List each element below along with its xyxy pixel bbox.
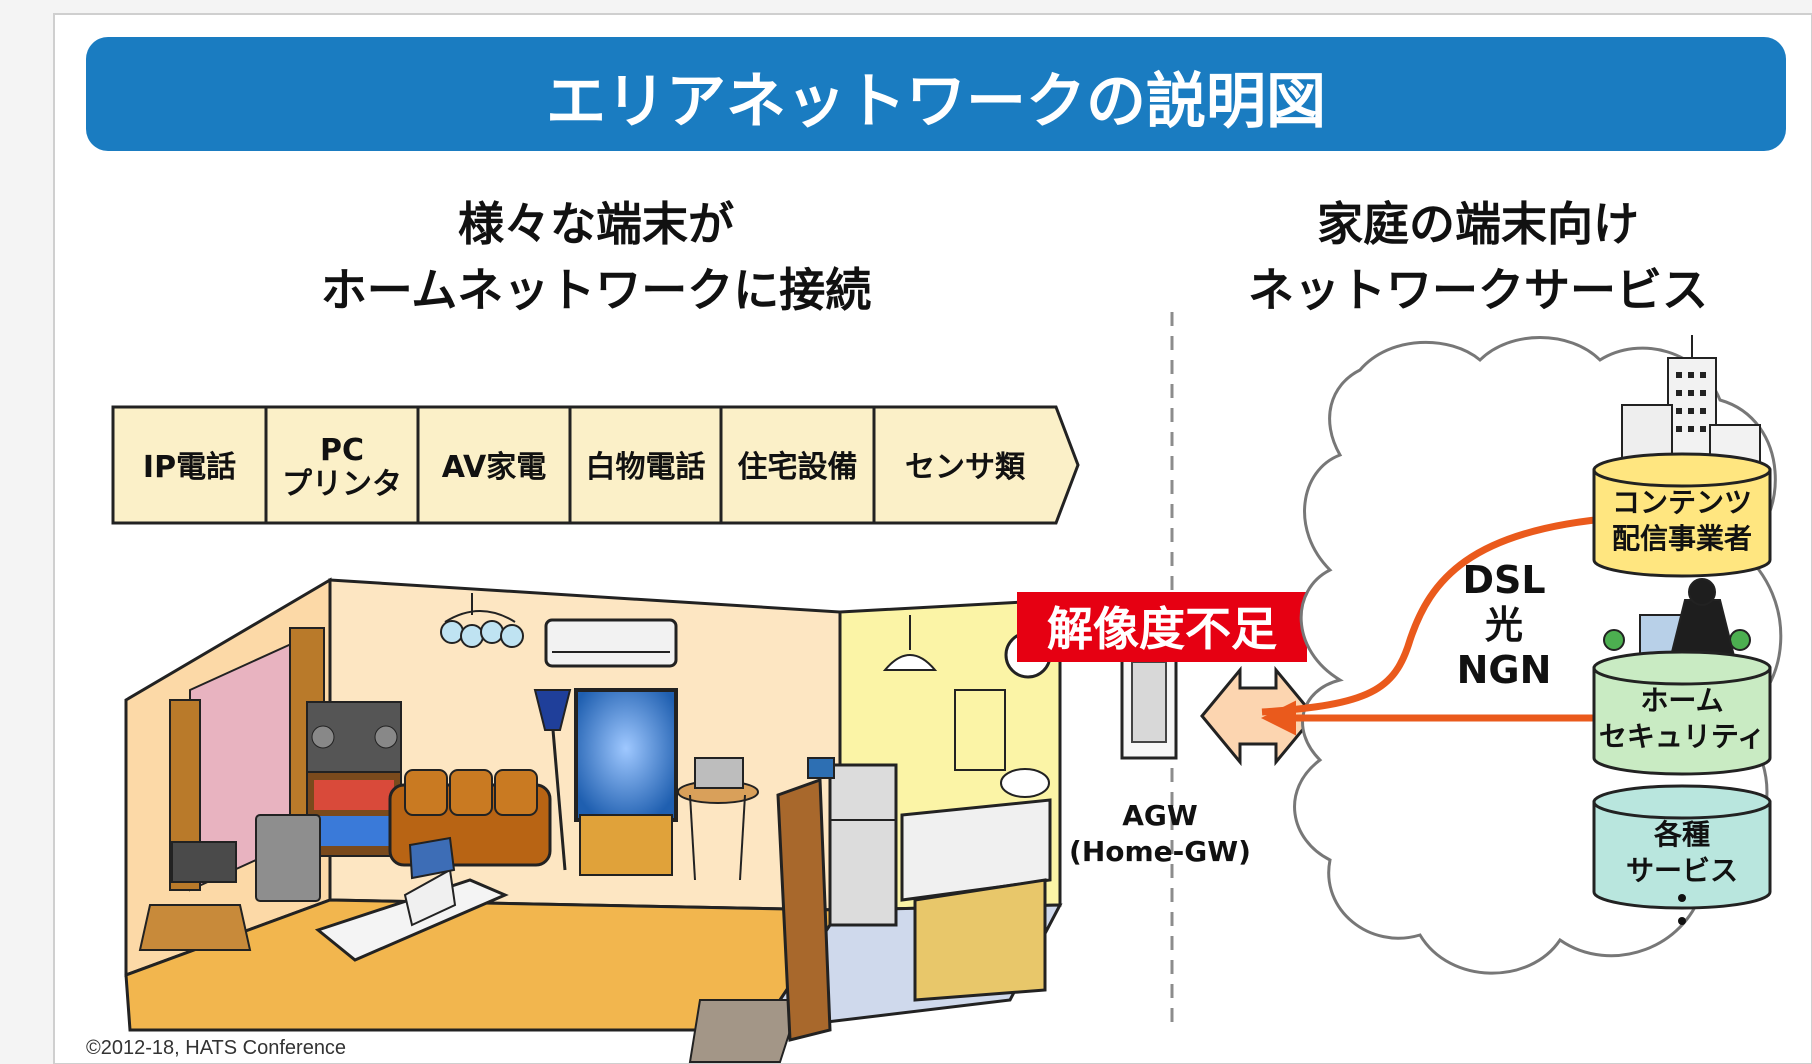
device-category-label: プリンタ [282,467,402,502]
service-label: 配信事業者 [1612,522,1752,555]
device-category-strip: IP電話 PCプリンタ AV家電 白物電話住宅設備 センサ類 [111,405,1080,525]
left-heading-line2: ホームネットワークに接続 [321,263,872,317]
service-label: サービス [1626,854,1738,887]
more-dot [1678,894,1686,902]
network-type-dsl: DSL [1462,558,1545,602]
gateway-sublabel: (Home-GW) [1069,835,1251,868]
left-heading-line1: 様々な端末が [458,197,734,251]
device-category-label: AV家電 [442,450,546,485]
more-dot [1678,917,1686,925]
device-category-label: IP電話 [143,450,236,485]
house-illustration [124,577,1063,1063]
right-heading-line2: ネットワークサービス [1248,263,1708,317]
gateway-group: AGW (Home-GW) [1069,648,1316,868]
right-heading-line1: 家庭の端末向け [1317,197,1639,251]
device-category-label: 白物電話 [586,450,706,485]
service-label: 各種 [1653,818,1710,851]
device-category-label: PC [320,433,364,468]
service-label: ホーム [1640,684,1723,717]
service-label: コンテンツ [1612,486,1752,519]
chevron-arrow-shape [111,405,1080,525]
network-type-fiber: 光 [1485,603,1523,647]
badge-label: 解像度不足 [1047,602,1277,656]
page-title: エリアネットワークの説明図 [546,67,1326,137]
device-category-label: センサ類 [905,450,1026,485]
resolution-badge: 解像度不足 [1017,592,1307,662]
service-label: セキュリティ [1599,720,1765,753]
copyright-text: ©2012-18, HATS Conference [86,1037,346,1059]
title-bar [86,37,1786,151]
network-arrow-upper [1261,514,1616,716]
device-category-label: 住宅設備 [738,450,858,485]
network-type-ngn: NGN [1457,648,1552,692]
gateway-label: AGW [1122,799,1198,832]
